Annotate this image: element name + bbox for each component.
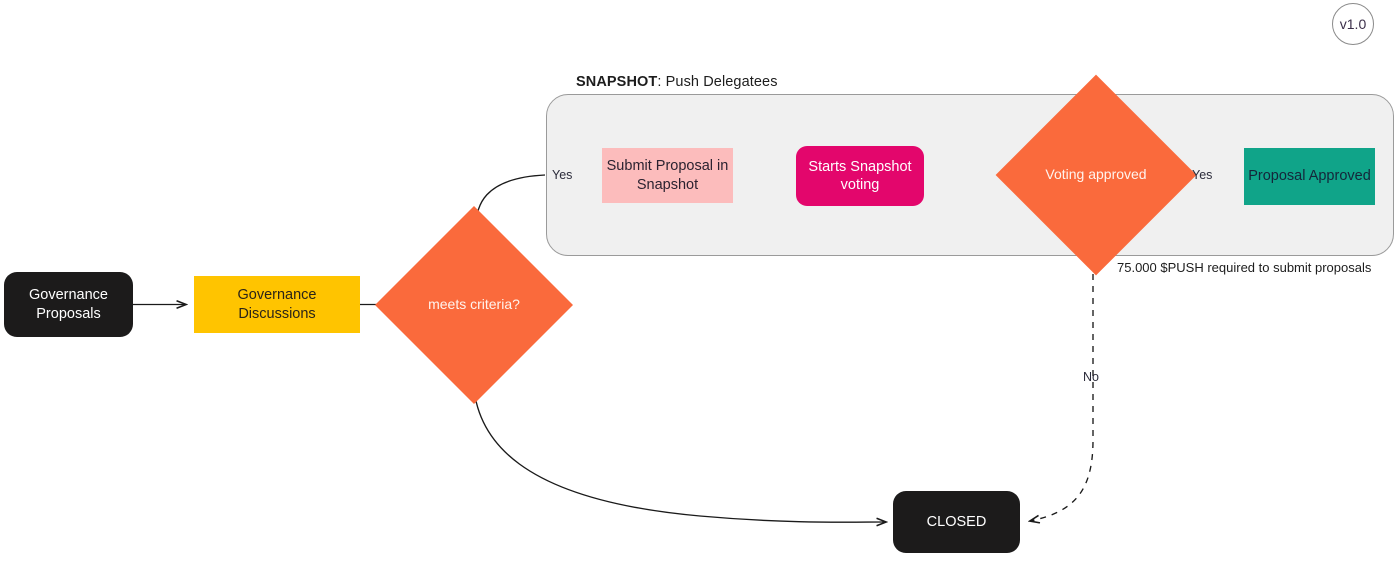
node-closed[interactable]: CLOSED — [893, 491, 1020, 553]
node-meets-criteria-label: meets criteria? — [428, 296, 520, 313]
edge-criteria-no-to-closed — [472, 375, 886, 522]
node-starts-snapshot-voting[interactable]: Starts Snapshot voting — [796, 146, 924, 206]
edge-label-voting-yes: Yes — [1192, 168, 1213, 182]
snapshot-group-label: SNAPSHOT: Push Delegatees — [576, 74, 778, 90]
node-meets-criteria[interactable]: meets criteria? — [375, 206, 573, 404]
node-voting-approved[interactable]: Voting approved — [995, 74, 1197, 276]
snapshot-group-label-strong: SNAPSHOT — [576, 74, 658, 90]
node-governance-proposals-label: Governance Proposals — [29, 287, 108, 322]
node-governance-discussions-label: Governance Discussions — [237, 287, 317, 322]
edge-label-voting-no: No — [1083, 370, 1099, 384]
edge-voting-no-dashed — [1030, 250, 1094, 521]
version-badge: v1.0 — [1332, 3, 1374, 45]
node-submit-proposal-in-snapshot-label: Submit Proposal in Snapshot — [606, 158, 729, 193]
node-voting-approved-label: Voting approved — [1045, 166, 1147, 183]
node-governance-discussions[interactable]: Governance Discussions — [194, 276, 360, 333]
snapshot-group-label-rest: : Push Delegatees — [657, 74, 778, 90]
edge-label-criteria-yes: Yes — [552, 168, 573, 182]
node-closed-label: CLOSED — [926, 513, 987, 530]
node-starts-snapshot-voting-label: Starts Snapshot voting — [808, 158, 912, 193]
node-submit-proposal-in-snapshot[interactable]: Submit Proposal in Snapshot — [602, 148, 733, 203]
node-proposal-approved[interactable]: Proposal Approved — [1244, 148, 1375, 205]
push-requirement-caption: 75.000 $PUSH required to submit proposal… — [1117, 260, 1372, 275]
node-proposal-approved-label: Proposal Approved — [1248, 168, 1371, 185]
node-governance-proposals[interactable]: Governance Proposals — [4, 272, 133, 337]
